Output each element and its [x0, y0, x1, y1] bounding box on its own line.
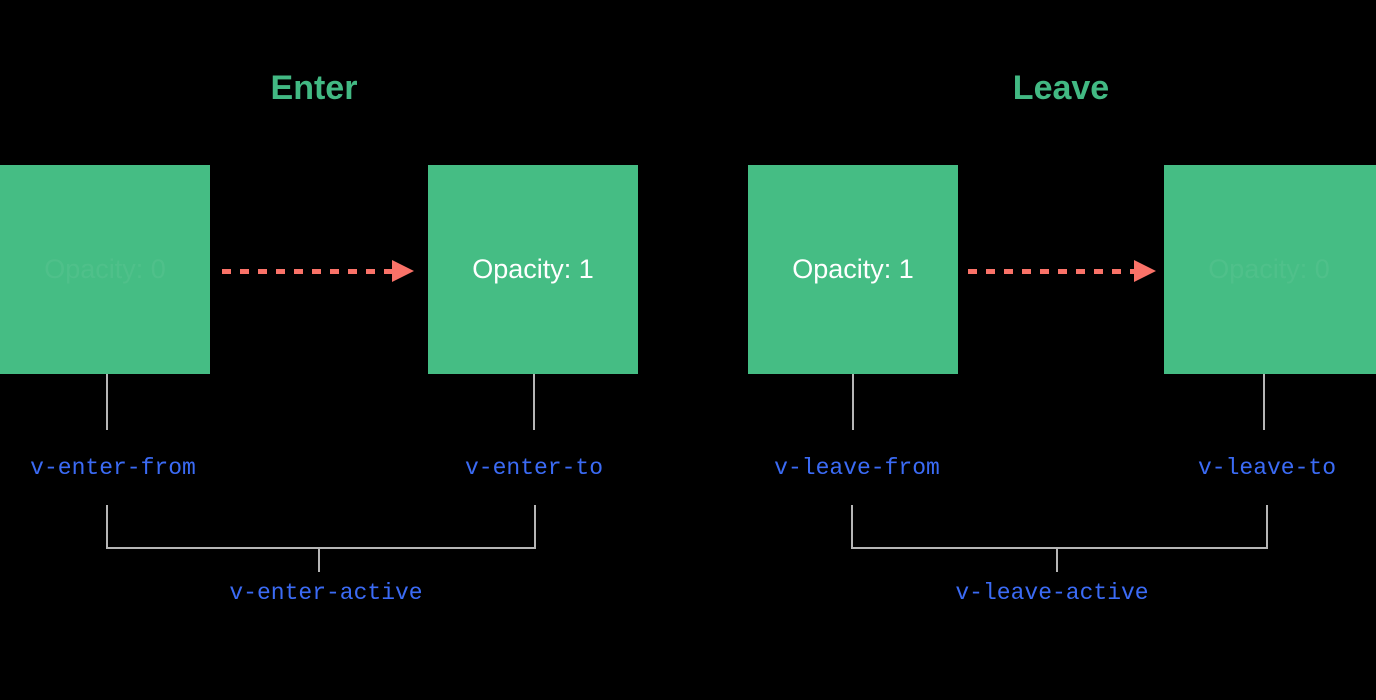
- class-label-v-leave-active: v-leave-active: [955, 580, 1149, 606]
- class-label-v-leave-to: v-leave-to: [1197, 455, 1337, 481]
- connector-leave-to: [1263, 374, 1265, 430]
- arrow-shaft: [968, 269, 1136, 274]
- dashed-arrow-right-icon-enter: [222, 260, 414, 282]
- box-leave-from-text: Opacity: 1: [792, 254, 914, 284]
- box-leave-from: Opacity: 1: [748, 165, 958, 374]
- connector-leave-from: [852, 374, 854, 430]
- connector-enter-to: [533, 374, 535, 430]
- bracket-stem-leave-active: [1056, 547, 1058, 572]
- arrow-shaft: [222, 269, 394, 274]
- class-label-v-enter-to: v-enter-to: [464, 455, 604, 481]
- section-title-leave: Leave: [1012, 69, 1110, 107]
- arrow-head: [1134, 260, 1156, 282]
- arrow-head: [392, 260, 414, 282]
- box-leave-to-text: Opacity: 0: [1208, 254, 1330, 284]
- bracket-enter-active: [106, 505, 536, 549]
- bracket-leave-active: [851, 505, 1268, 549]
- connector-enter-from: [106, 374, 108, 430]
- dashed-arrow-right-icon-leave: [968, 260, 1156, 282]
- box-enter-from: Opacity: 0: [0, 165, 210, 374]
- box-enter-from-text: Opacity: 0: [44, 254, 166, 284]
- box-enter-to: Opacity: 1: [428, 165, 638, 374]
- class-label-v-enter-from: v-enter-from: [30, 455, 196, 481]
- box-leave-to: Opacity: 0: [1164, 165, 1376, 374]
- class-label-v-leave-from: v-leave-from: [774, 455, 940, 481]
- bracket-stem-enter-active: [318, 547, 320, 572]
- class-label-v-enter-active: v-enter-active: [229, 580, 423, 606]
- box-enter-to-text: Opacity: 1: [472, 254, 594, 284]
- section-title-enter: Enter: [270, 69, 358, 107]
